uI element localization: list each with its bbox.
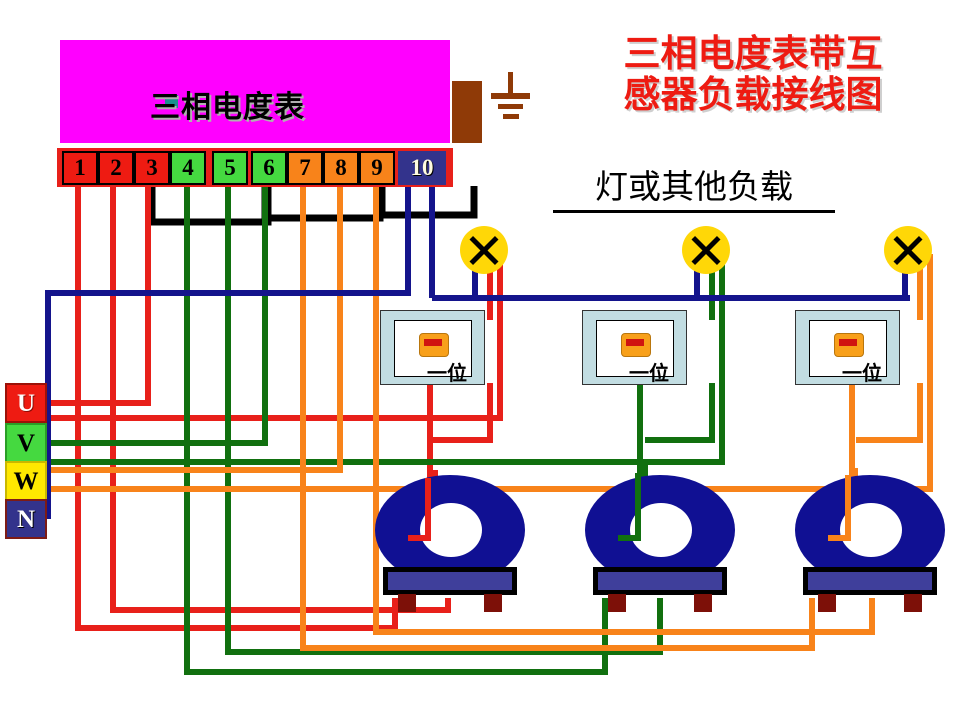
rocker-switch-icon[interactable] <box>621 333 651 357</box>
page-title: 三相电度表带互 感器负载接线图 <box>553 34 953 117</box>
switch-caption-3: 一位 <box>842 363 882 385</box>
lamp-cross-icon-3 <box>884 226 932 274</box>
terminal-2[interactable]: 2 <box>98 151 134 185</box>
page-title-line-2: 感器负载接线图 <box>623 75 883 117</box>
terminal-4[interactable]: 4 <box>170 151 206 185</box>
ct-terminal-left[interactable] <box>818 594 836 612</box>
terminal-3[interactable]: 3 <box>134 151 170 185</box>
terminal-7[interactable]: 7 <box>287 151 323 185</box>
ct-window <box>420 503 482 557</box>
rocker-switch-icon[interactable] <box>834 333 864 357</box>
ct-terminal-right[interactable] <box>484 594 502 612</box>
terminal-6[interactable]: 6 <box>251 151 287 185</box>
ct-base <box>593 567 727 595</box>
current-transformer-2 <box>585 475 735 625</box>
ct-terminal-left[interactable] <box>398 594 416 612</box>
wall-switch-2[interactable]: 一位 <box>582 310 687 385</box>
wall-switch-3[interactable]: 一位 <box>795 310 900 385</box>
terminal-1[interactable]: 1 <box>62 151 98 185</box>
ct-base <box>803 567 937 595</box>
square-bullet-icon <box>165 95 178 108</box>
meter-label: 三相电度表 <box>150 91 305 124</box>
page-title-line-1: 三相电度表带互 <box>623 34 883 75</box>
current-transformer-1 <box>375 475 525 625</box>
terminal-10[interactable]: 10 <box>398 151 446 185</box>
ct-terminal-right[interactable] <box>694 594 712 612</box>
phase-label-n: N <box>5 499 47 539</box>
switch-caption-1: 一位 <box>427 363 467 385</box>
ct-terminal-left[interactable] <box>608 594 626 612</box>
terminal-8[interactable]: 8 <box>323 151 359 185</box>
ct-window <box>840 503 902 557</box>
lamp-cross-icon-1 <box>460 226 508 274</box>
three-phase-meter-body <box>60 40 450 143</box>
phase-label-w: W <box>5 461 47 501</box>
wall-switch-1[interactable]: 一位 <box>380 310 485 385</box>
rocker-switch-icon[interactable] <box>419 333 449 357</box>
ct-base <box>383 567 517 595</box>
current-transformer-3 <box>795 475 945 625</box>
load-subtitle: 灯或其他负载 <box>553 160 835 213</box>
phase-label-v: V <box>5 423 47 463</box>
ground-terminal-block <box>452 81 482 143</box>
phase-label-u: U <box>5 383 47 423</box>
switch-caption-2: 一位 <box>629 363 669 385</box>
ct-terminal-right[interactable] <box>904 594 922 612</box>
terminal-5[interactable]: 5 <box>212 151 248 185</box>
ct-window <box>630 503 692 557</box>
terminal-9[interactable]: 9 <box>359 151 395 185</box>
lamp-cross-icon-2 <box>682 226 730 274</box>
earth-ground-icon <box>487 72 533 120</box>
